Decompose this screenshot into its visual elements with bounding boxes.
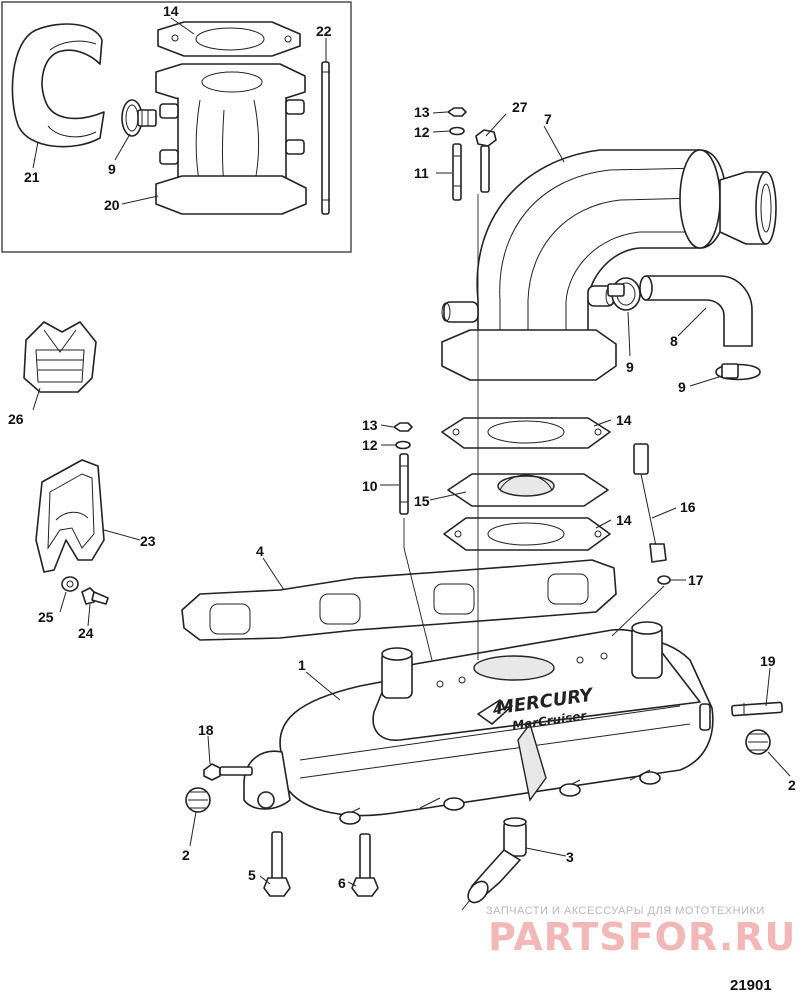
part-6-bolt xyxy=(351,833,379,897)
part-22-stud xyxy=(321,61,330,215)
watermark-line1: ЗАПЧАСТИ И АКСЕССУАРЫ ДЛЯ МОТОТЕХНИКИ xyxy=(486,905,765,917)
part-11-stud xyxy=(452,143,462,201)
part-19-stud xyxy=(731,701,783,717)
part-4-manifold-gasket xyxy=(181,559,617,641)
part-14-gasket-bottom xyxy=(443,517,611,551)
callout-26: 26 xyxy=(8,411,24,427)
part-14-gasket-inset xyxy=(157,21,301,57)
callout-15: 15 xyxy=(414,493,430,509)
part-2-plug-left xyxy=(185,787,211,813)
callout-8: 8 xyxy=(670,333,678,349)
callout-14-top: 14 xyxy=(616,412,632,428)
callout-7: 7 xyxy=(544,111,552,127)
callout-3: 3 xyxy=(566,849,574,865)
part-9-clamp-lower xyxy=(715,363,761,381)
callout-4: 4 xyxy=(256,543,264,559)
callout-13-upper: 13 xyxy=(414,104,430,120)
part-17-o-ring xyxy=(657,575,671,585)
watermark-logo: PARTSFOR.RU xyxy=(488,915,796,959)
callout-9-lower: 9 xyxy=(678,379,686,395)
part-9-clamp-upper xyxy=(607,277,641,311)
callout-2-left: 2 xyxy=(182,847,190,863)
callout-27: 27 xyxy=(512,99,528,115)
part-3-fitting xyxy=(461,817,527,911)
callout-21: 21 xyxy=(24,169,40,185)
callout-20: 20 xyxy=(104,197,120,213)
callout-14-bottom: 14 xyxy=(616,512,632,528)
callout-2-right: 2 xyxy=(788,777,796,793)
part-25-washer xyxy=(61,576,79,592)
figure-number: 21901 xyxy=(730,977,772,994)
leader-lines xyxy=(32,17,791,887)
part-13-nut-lower xyxy=(393,422,413,432)
part-15-spacer xyxy=(447,473,609,507)
callout-23: 23 xyxy=(140,533,156,549)
alignment-lines xyxy=(403,194,665,661)
part-23-heat-shield xyxy=(35,459,105,573)
callout-11: 11 xyxy=(414,165,429,181)
callout-9-inset: 9 xyxy=(108,161,116,177)
callout-12-lower: 12 xyxy=(362,437,378,453)
callout-9-upper: 9 xyxy=(626,359,634,375)
callout-25: 25 xyxy=(38,609,54,625)
part-20-riser-block xyxy=(155,63,307,215)
callout-12-upper: 12 xyxy=(414,124,430,140)
part-26-cover xyxy=(23,321,97,393)
callout-10: 10 xyxy=(362,478,378,494)
callout-18: 18 xyxy=(198,722,214,738)
part-10-stud xyxy=(399,453,409,515)
part-13-nut-upper xyxy=(447,107,467,117)
part-24-bolt xyxy=(81,587,109,605)
callout-1: 1 xyxy=(298,657,306,673)
callout-labels: 14 22 9 21 20 13 12 11 27 7 9 8 9 26 13 … xyxy=(8,3,796,891)
part-2-plug-right xyxy=(745,729,771,755)
part-16-sensor xyxy=(633,443,667,563)
watermark: ЗАПЧАСТИ И АКСЕССУАРЫ ДЛЯ МОТОТЕХНИКИ PA… xyxy=(486,905,796,959)
callout-13-lower: 13 xyxy=(362,417,378,433)
part-1-exhaust-manifold xyxy=(243,621,714,825)
callout-19: 19 xyxy=(760,653,776,669)
part-5-bolt xyxy=(263,831,291,897)
inset-frame xyxy=(1,1,352,253)
part-7-exhaust-elbow xyxy=(441,149,777,381)
callout-24: 24 xyxy=(78,625,94,641)
part-9-clamp-inset xyxy=(121,99,157,137)
callout-14-inset: 14 xyxy=(163,3,179,19)
part-21-hose xyxy=(11,23,105,148)
part-27-bolt xyxy=(475,129,497,193)
callout-6: 6 xyxy=(338,875,346,891)
callout-16: 16 xyxy=(680,499,696,515)
part-12-washer-lower xyxy=(395,440,411,450)
part-8-hose xyxy=(639,275,753,347)
callout-5: 5 xyxy=(248,867,256,883)
callout-17: 17 xyxy=(688,572,704,588)
part-14-gasket-top xyxy=(441,417,611,449)
part-12-washer-upper xyxy=(449,126,465,136)
callout-22: 22 xyxy=(316,23,332,39)
part-18-bolt xyxy=(203,763,253,781)
